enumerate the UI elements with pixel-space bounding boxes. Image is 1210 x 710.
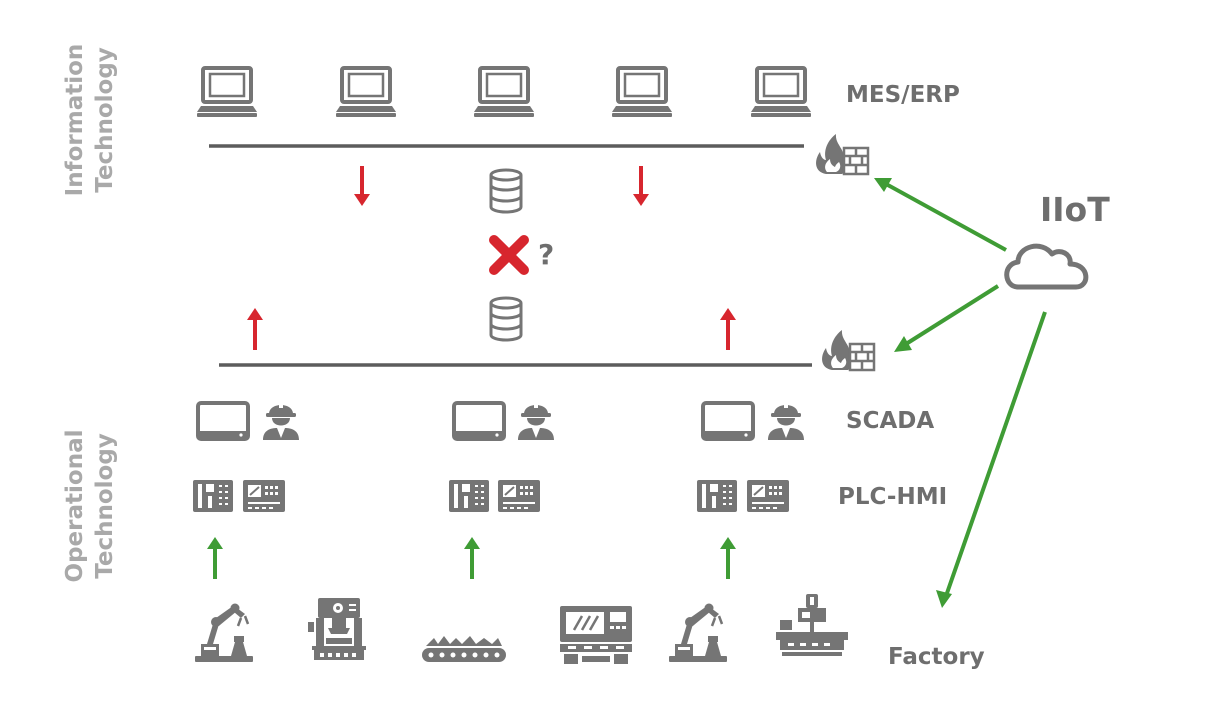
hmi-panel-icon (746, 479, 790, 513)
worker-icon (768, 400, 804, 440)
arrow-down-icon (352, 164, 372, 208)
arrow-up-icon (205, 535, 225, 581)
firewall-icon (820, 328, 876, 372)
arrow-up-icon (462, 535, 482, 581)
mes-erp-label: MES/ERP (846, 82, 960, 108)
worker-icon (518, 400, 554, 440)
plc-icon (193, 480, 233, 512)
laptop-icon (195, 66, 259, 119)
cnc-machine-icon (558, 604, 634, 666)
database-icon (489, 168, 523, 214)
machining-center-icon (776, 594, 848, 656)
firewall-icon (814, 132, 870, 176)
factory-label: Factory (888, 644, 985, 670)
scada-label: SCADA (846, 408, 935, 434)
worker-icon (263, 400, 299, 440)
laptop-icon (610, 66, 674, 119)
laptop-icon (472, 66, 536, 119)
conveyor-icon (422, 636, 506, 662)
laptop-icon (749, 66, 813, 119)
press-machine-icon (308, 598, 366, 660)
tablet-icon (452, 401, 506, 441)
tablet-icon (196, 401, 250, 441)
tablet-icon (701, 401, 755, 441)
robot-arm-icon (667, 602, 729, 664)
arrow-down-icon (631, 164, 651, 208)
iiot-arrow-to-factory (936, 311, 1047, 608)
iiot-arrow-to-it (874, 178, 1007, 252)
cross-icon (489, 235, 529, 275)
plc-icon (697, 480, 737, 512)
laptop-icon (334, 66, 398, 119)
hmi-panel-icon (242, 479, 286, 513)
iiot-label: IIoT (1040, 190, 1110, 229)
plc-hmi-label: PLC-HMI (838, 484, 948, 510)
hmi-panel-icon (497, 479, 541, 513)
robot-arm-icon (193, 602, 255, 664)
arrow-up-icon (245, 306, 265, 352)
arrow-up-icon (718, 306, 738, 352)
database-icon (489, 296, 523, 342)
cloud-icon (1004, 243, 1089, 290)
unknown-question-mark: ? (538, 238, 555, 271)
iiot-arrow-to-ot (894, 284, 1000, 352)
arrow-up-icon (718, 535, 738, 581)
plc-icon (449, 480, 489, 512)
